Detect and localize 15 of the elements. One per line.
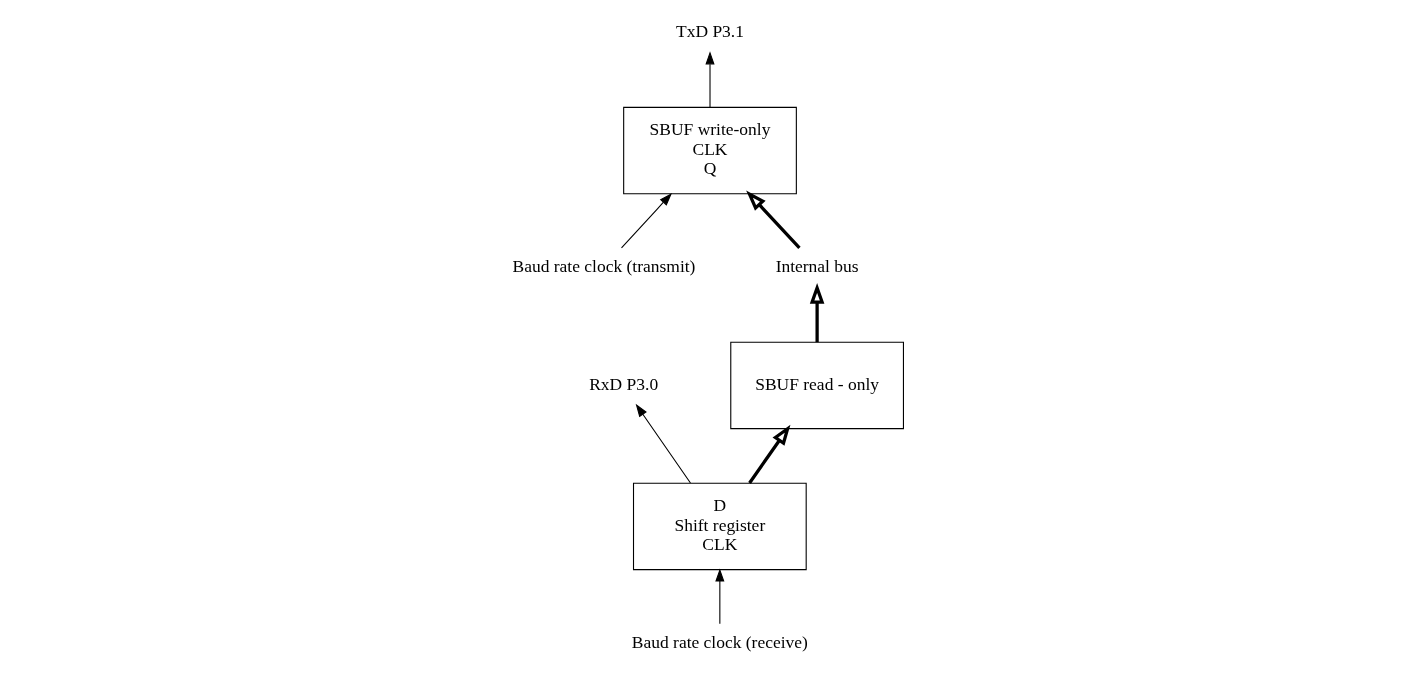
node-text: Baud rate clock (transmit) [512, 255, 696, 276]
node-box: SBUF write-only CLK Q [623, 106, 797, 194]
arrow [748, 424, 791, 484]
arrow [620, 192, 673, 248]
arrow [746, 190, 801, 249]
node-text: Internal bus [775, 255, 859, 276]
arrow [635, 403, 691, 484]
arrow [715, 567, 725, 624]
node-text: Baud rate clock (receive) [631, 631, 808, 652]
arrow [809, 282, 825, 342]
node-box: D Shift register CLK [632, 482, 807, 570]
arrow [705, 50, 715, 108]
node-text: RxD P3.0 [589, 373, 659, 394]
node-box: SBUF read - only [730, 341, 904, 429]
node-text: TxD P3.1 [676, 20, 744, 41]
